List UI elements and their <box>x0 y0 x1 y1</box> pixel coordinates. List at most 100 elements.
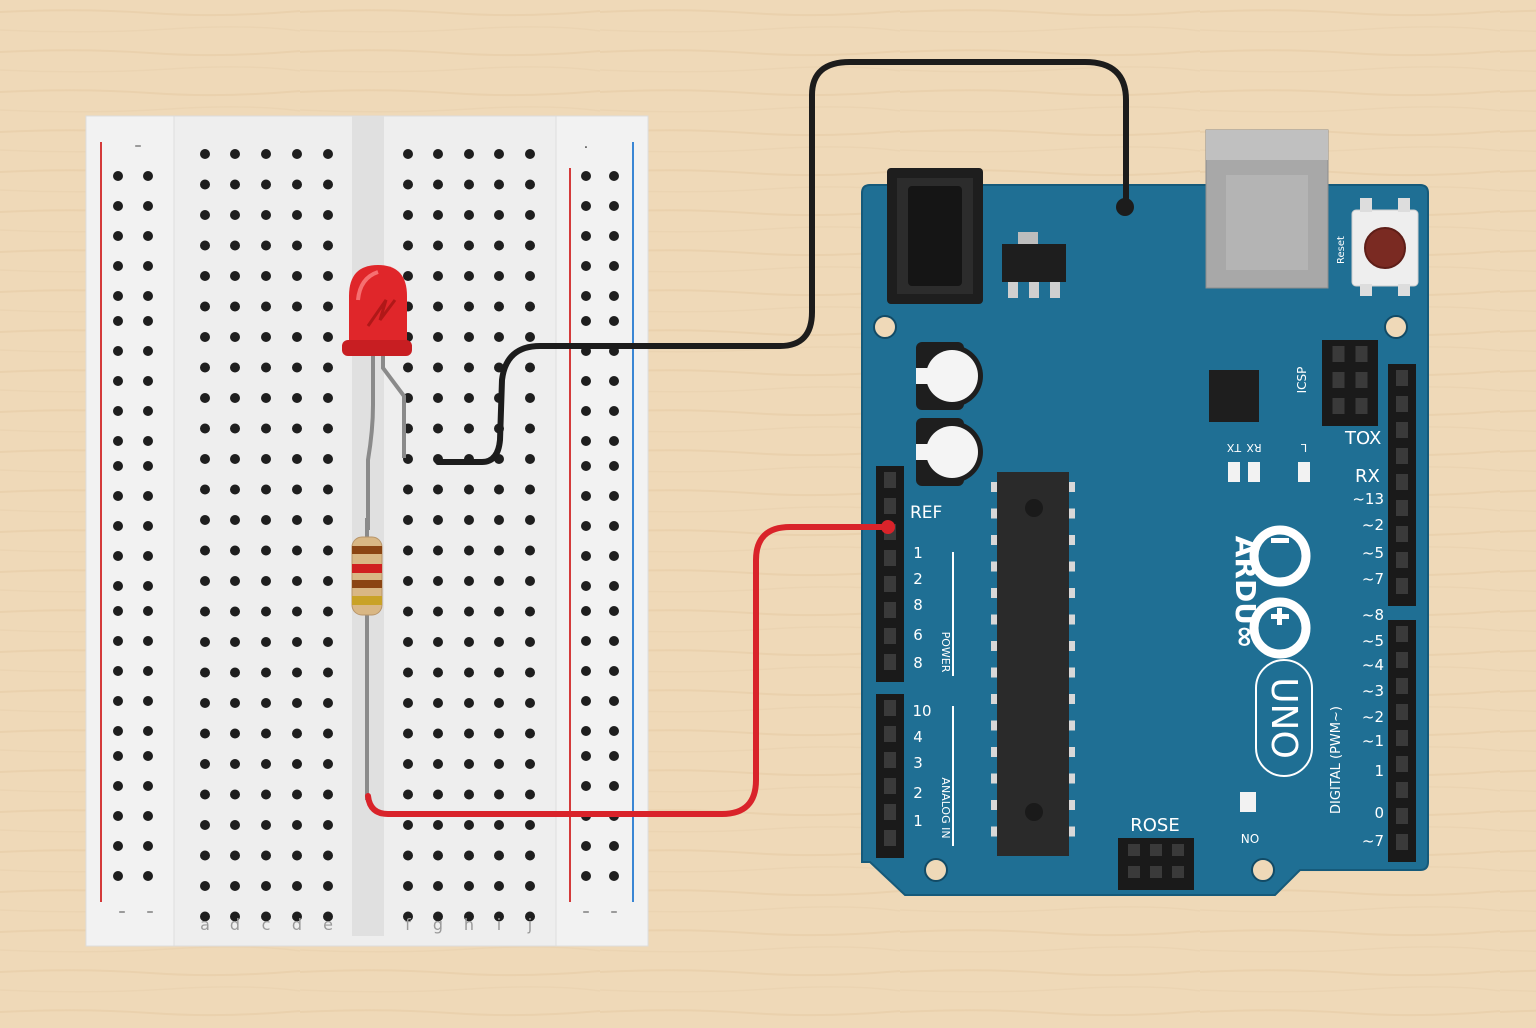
header-pin-socket[interactable] <box>1332 398 1345 414</box>
breadboard-hole[interactable] <box>494 332 504 342</box>
header-pin-socket[interactable] <box>1332 346 1345 362</box>
breadboard-hole[interactable] <box>525 820 535 830</box>
header-pin-socket[interactable] <box>1396 678 1408 694</box>
breadboard-hole[interactable] <box>433 637 443 647</box>
breadboard-hole[interactable] <box>292 362 302 373</box>
breadboard-hole[interactable] <box>230 850 240 861</box>
breadboard-hole[interactable] <box>403 911 413 922</box>
rail-hole[interactable] <box>143 551 153 561</box>
breadboard-hole[interactable] <box>292 515 302 525</box>
rail-hole[interactable] <box>143 726 153 736</box>
rail-hole[interactable] <box>581 491 591 501</box>
header-pin-socket[interactable] <box>1396 474 1408 490</box>
header-pin-socket[interactable] <box>1396 500 1408 516</box>
breadboard-hole[interactable] <box>464 301 474 312</box>
rail-hole[interactable] <box>143 811 153 821</box>
header-pin-socket[interactable] <box>1396 578 1408 594</box>
breadboard-hole[interactable] <box>200 576 210 586</box>
breadboard-hole[interactable] <box>261 149 271 159</box>
breadboard-hole[interactable] <box>494 728 504 739</box>
breadboard-hole[interactable] <box>292 271 302 281</box>
breadboard-hole[interactable] <box>403 667 413 678</box>
breadboard-hole[interactable] <box>261 911 271 922</box>
breadboard-hole[interactable] <box>464 240 474 251</box>
breadboard-hole[interactable] <box>525 545 535 556</box>
breadboard-hole[interactable] <box>403 271 413 281</box>
breadboard-hole[interactable] <box>464 515 474 525</box>
breadboard-hole[interactable] <box>200 606 210 617</box>
breadboard-hole[interactable] <box>261 698 271 708</box>
rail-hole[interactable] <box>113 201 123 211</box>
header-pin-socket[interactable] <box>1396 704 1408 720</box>
breadboard-hole[interactable] <box>323 698 333 708</box>
breadboard-hole[interactable] <box>230 667 240 678</box>
rail-hole[interactable] <box>143 606 153 616</box>
breadboard-hole[interactable] <box>292 545 302 556</box>
breadboard-hole[interactable] <box>525 850 535 861</box>
breadboard-hole[interactable] <box>230 149 240 159</box>
breadboard-hole[interactable] <box>292 698 302 708</box>
rail-hole[interactable] <box>581 406 591 416</box>
rail-hole[interactable] <box>609 751 619 761</box>
breadboard-hole[interactable] <box>464 210 474 220</box>
rail-hole[interactable] <box>143 376 153 386</box>
header-pin-socket[interactable] <box>1172 844 1184 856</box>
breadboard-hole[interactable] <box>323 850 333 861</box>
rail-hole[interactable] <box>113 581 123 591</box>
header-pin-socket[interactable] <box>1172 866 1184 878</box>
rail-hole[interactable] <box>143 581 153 591</box>
breadboard-hole[interactable] <box>230 210 240 220</box>
rail-hole[interactable] <box>581 666 591 676</box>
breadboard-hole[interactable] <box>261 667 271 678</box>
breadboard-hole[interactable] <box>464 149 474 159</box>
rail-hole[interactable] <box>143 871 153 881</box>
rail-hole[interactable] <box>113 346 123 356</box>
breadboard-hole[interactable] <box>323 606 333 617</box>
breadboard-hole[interactable] <box>433 667 443 678</box>
breadboard-hole[interactable] <box>494 515 504 525</box>
breadboard-hole[interactable] <box>230 484 240 495</box>
breadboard-hole[interactable] <box>323 149 333 159</box>
breadboard-hole[interactable] <box>200 301 210 312</box>
breadboard-hole[interactable] <box>230 576 240 586</box>
breadboard-hole[interactable] <box>230 362 240 373</box>
rail-hole[interactable] <box>143 491 153 501</box>
breadboard-hole[interactable] <box>200 515 210 525</box>
breadboard-hole[interactable] <box>230 759 240 769</box>
breadboard-hole[interactable] <box>403 515 413 525</box>
breadboard-hole[interactable] <box>494 484 504 495</box>
header-pin-socket[interactable] <box>1396 422 1408 438</box>
breadboard-hole[interactable] <box>433 820 443 830</box>
breadboard-hole[interactable] <box>200 911 210 922</box>
breadboard-hole[interactable] <box>200 393 210 403</box>
breadboard-hole[interactable] <box>292 454 302 464</box>
breadboard-hole[interactable] <box>433 850 443 861</box>
breadboard-hole[interactable] <box>200 149 210 159</box>
breadboard-hole[interactable] <box>403 637 413 647</box>
breadboard-hole[interactable] <box>433 179 443 190</box>
breadboard-hole[interactable] <box>494 637 504 647</box>
rail-hole[interactable] <box>609 261 619 271</box>
rail-hole[interactable] <box>609 781 619 791</box>
breadboard-hole[interactable] <box>525 728 535 739</box>
breadboard-hole[interactable] <box>494 240 504 251</box>
header-pin-socket[interactable] <box>1396 808 1408 824</box>
breadboard-hole[interactable] <box>292 393 302 403</box>
header-pin-socket[interactable] <box>884 654 896 670</box>
breadboard-hole[interactable] <box>433 423 443 434</box>
breadboard-hole[interactable] <box>403 820 413 830</box>
breadboard-hole[interactable] <box>292 210 302 220</box>
breadboard-hole[interactable] <box>200 179 210 190</box>
rail-hole[interactable] <box>609 201 619 211</box>
rail-hole[interactable] <box>113 606 123 616</box>
rail-hole[interactable] <box>143 261 153 271</box>
breadboard-hole[interactable] <box>323 881 333 891</box>
breadboard-hole[interactable] <box>200 271 210 281</box>
breadboard-hole[interactable] <box>292 332 302 342</box>
breadboard-hole[interactable] <box>230 698 240 708</box>
rail-hole[interactable] <box>113 811 123 821</box>
breadboard-hole[interactable] <box>494 576 504 586</box>
breadboard-hole[interactable] <box>200 881 210 891</box>
breadboard-hole[interactable] <box>323 820 333 830</box>
header-pin-socket[interactable] <box>884 576 896 592</box>
